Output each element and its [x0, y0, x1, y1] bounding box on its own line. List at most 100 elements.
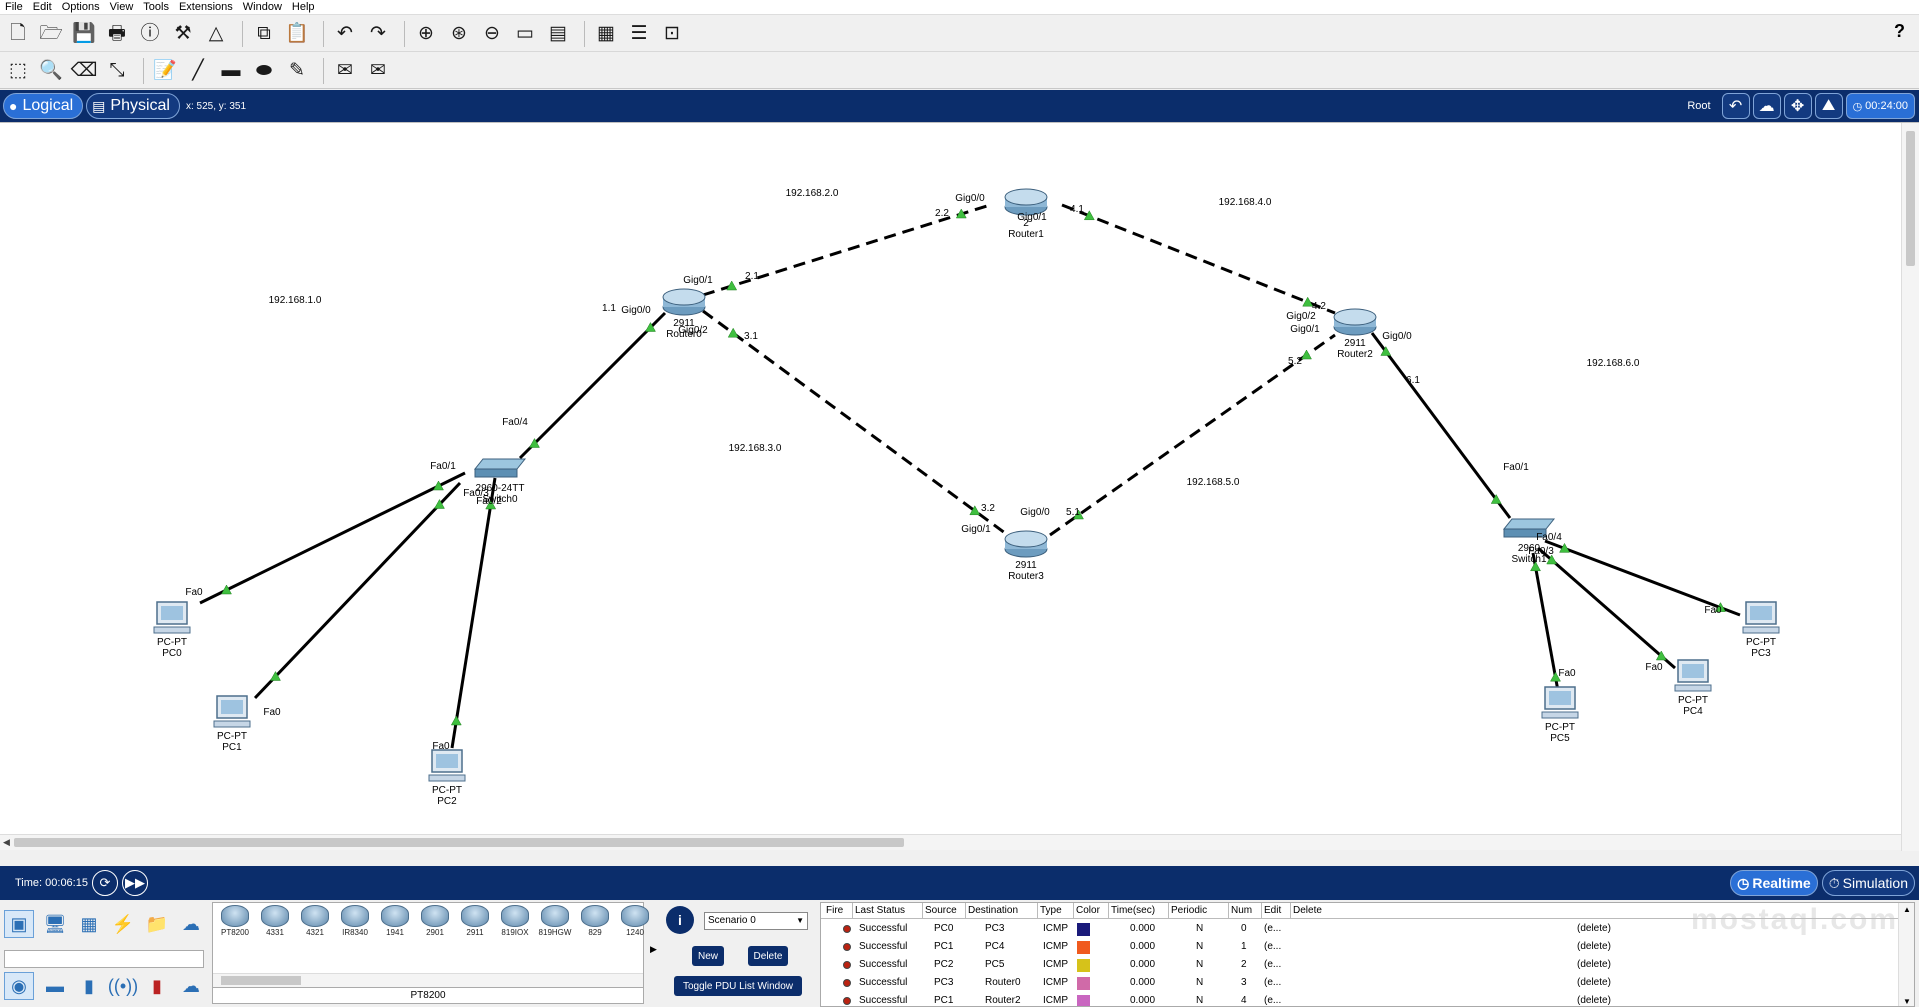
help-button[interactable]: ?: [1894, 21, 1905, 41]
fire-icon[interactable]: [843, 961, 851, 969]
redo-button[interactable]: ↷: [364, 20, 392, 48]
viewport-clock[interactable]: ◷ 00:24:00: [1845, 93, 1915, 119]
delete-button[interactable]: ⌫: [70, 57, 98, 85]
complex-pdu-button[interactable]: ✉: [364, 57, 392, 85]
pdu-cell-delete[interactable]: (delete): [1577, 923, 1611, 934]
scroll-up-icon[interactable]: ▲: [1903, 905, 1911, 914]
print-button[interactable]: 🖶: [103, 20, 131, 48]
pdu-cell-edit[interactable]: (e...: [1264, 977, 1282, 988]
column-header-type[interactable]: Type: [1040, 905, 1062, 916]
multiuser-category[interactable]: ☁: [176, 910, 206, 938]
column-header-fire[interactable]: Fire: [826, 905, 844, 916]
device-list-scroll-thumb[interactable]: [221, 976, 301, 985]
security-subcategory[interactable]: ▮: [142, 972, 172, 1000]
vertical-scrollbar[interactable]: [1901, 123, 1919, 851]
switches-subcategory[interactable]: ▬: [40, 972, 70, 1000]
column-header-source[interactable]: Source: [925, 905, 957, 916]
pdu-table-scrollbar[interactable]: ▲ ▼: [1898, 903, 1914, 1006]
rectangle-button[interactable]: ▬: [217, 57, 245, 85]
paste-button[interactable]: 📋: [283, 20, 311, 48]
line-button[interactable]: ╱: [184, 57, 212, 85]
fire-icon[interactable]: [843, 997, 851, 1005]
horizontal-scroll-thumb[interactable]: [14, 838, 904, 847]
new-scenario-button[interactable]: New: [692, 946, 724, 966]
inspect-button[interactable]: 🔍: [37, 57, 65, 85]
device-list-scrollbar[interactable]: [213, 973, 643, 987]
wireless-subcategory[interactable]: ((•)): [108, 972, 138, 1000]
fire-icon[interactable]: [843, 925, 851, 933]
custom-device-button[interactable]: ▤: [544, 20, 572, 48]
logical-tab[interactable]: ● Logical: [3, 93, 84, 119]
menu-view[interactable]: View: [109, 1, 134, 13]
device-model-2911[interactable]: 2911: [457, 905, 493, 941]
device-model-4321[interactable]: 4321: [297, 905, 333, 941]
back-button[interactable]: ↶: [1721, 93, 1750, 119]
menu-edit[interactable]: Edit: [32, 1, 52, 13]
info-button[interactable]: ⓘ: [136, 20, 164, 48]
new-file-button[interactable]: 🗋: [4, 20, 32, 48]
move-object-button[interactable]: ✥: [1783, 93, 1812, 119]
end-devices-category[interactable]: 🖥: [40, 910, 70, 938]
simulation-mode-button[interactable]: ⏱ Simulation: [1821, 870, 1915, 896]
column-header-periodic[interactable]: Periodic: [1171, 905, 1208, 916]
physical-tab[interactable]: ▤ Physical: [86, 93, 180, 119]
new-cluster-button[interactable]: ☁: [1752, 93, 1781, 119]
undo-button[interactable]: ↶: [331, 20, 359, 48]
simple-pdu-button[interactable]: ✉: [331, 57, 359, 85]
pdu-cell-delete[interactable]: (delete): [1577, 995, 1611, 1006]
pdu-cell-edit[interactable]: (e...: [1264, 923, 1282, 934]
open-folder-button[interactable]: 🗁: [37, 20, 65, 48]
network-devices-category[interactable]: ▣: [4, 910, 34, 938]
device-model-2901[interactable]: 2901: [417, 905, 453, 941]
toggle-pdu-list-button[interactable]: Toggle PDU List Window: [674, 976, 802, 996]
scenario-info-button[interactable]: i: [666, 906, 694, 934]
horizontal-scrollbar[interactable]: ◀: [0, 834, 1901, 850]
routers-subcategory[interactable]: ◉: [4, 972, 34, 1000]
wan-emulation-subcategory[interactable]: ☁: [176, 972, 206, 1000]
pdu-cell-delete[interactable]: (delete): [1577, 959, 1611, 970]
column-header-color[interactable]: Color: [1076, 905, 1100, 916]
pdu-cell-edit[interactable]: (e...: [1264, 959, 1282, 970]
note-button[interactable]: 📝: [151, 57, 179, 85]
column-header-destination[interactable]: Destination: [968, 905, 1019, 916]
device-model-1941[interactable]: 1941: [377, 905, 413, 941]
resize-button[interactable]: ⤡: [103, 57, 131, 85]
menu-extensions[interactable]: Extensions: [178, 1, 233, 13]
delete-scenario-button[interactable]: Delete: [748, 946, 788, 966]
menu-window[interactable]: Window: [242, 1, 282, 13]
pdu-cell-edit[interactable]: (e...: [1264, 995, 1282, 1006]
pdu-cell-edit[interactable]: (e...: [1264, 941, 1282, 952]
menu-help[interactable]: Help: [291, 1, 315, 13]
column-header-time-sec[interactable]: Time(sec): [1111, 905, 1156, 916]
vertical-scroll-thumb[interactable]: [1906, 131, 1915, 266]
menu-file[interactable]: File: [5, 1, 23, 13]
pdu-cell-delete[interactable]: (delete): [1577, 941, 1611, 952]
pt-button[interactable]: △: [202, 20, 230, 48]
device-model-pt8200[interactable]: PT8200: [217, 905, 253, 941]
device-model-4331[interactable]: 4331: [257, 905, 293, 941]
column-header-delete[interactable]: Delete: [1293, 905, 1322, 916]
scenario-select[interactable]: Scenario 0 ▼: [704, 912, 808, 930]
hubs-subcategory[interactable]: ▮: [74, 972, 104, 1000]
components-category[interactable]: ▦: [74, 910, 104, 938]
menu-options[interactable]: Options: [61, 1, 100, 13]
device-model-829[interactable]: 829: [577, 905, 613, 941]
screenshot-button[interactable]: ⊡: [658, 20, 686, 48]
list-button[interactable]: ☰: [625, 20, 653, 48]
freeform-button[interactable]: ✎: [283, 57, 311, 85]
pdu-cell-delete[interactable]: (delete): [1577, 977, 1611, 988]
select-button[interactable]: ⬚: [4, 57, 32, 85]
device-model-ir8340[interactable]: IR8340: [337, 905, 373, 941]
copy-button[interactable]: ⧉: [250, 20, 278, 48]
menu-tools[interactable]: Tools: [143, 1, 169, 13]
drawing-palette-button[interactable]: ▭: [511, 20, 539, 48]
scroll-left-icon[interactable]: ◀: [3, 837, 10, 847]
device-model-1240[interactable]: 1240: [617, 905, 653, 941]
fire-icon[interactable]: [843, 979, 851, 987]
activity-wizard-button[interactable]: ⚒: [169, 20, 197, 48]
